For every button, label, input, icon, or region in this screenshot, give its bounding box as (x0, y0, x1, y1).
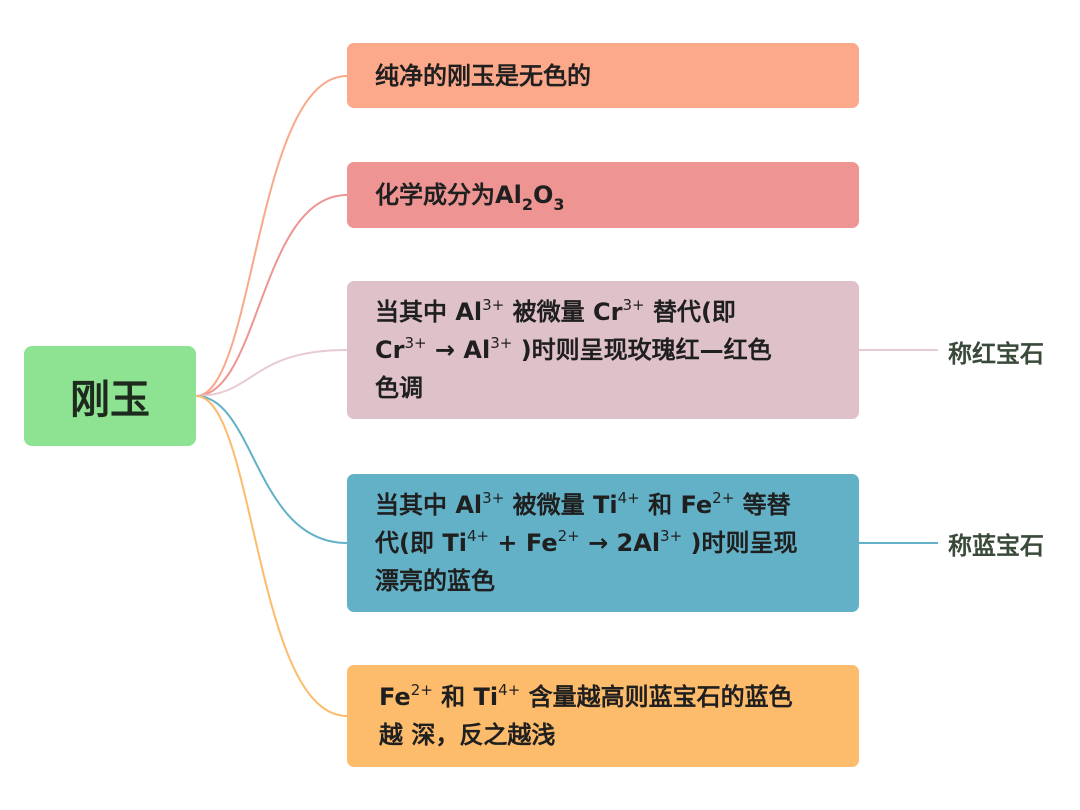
leaf-label-ruby[interactable]: 称红宝石 (948, 340, 1044, 368)
leaf-label-sapphire[interactable]: 称蓝宝石 (948, 532, 1044, 560)
ion-charge: 2+ (410, 681, 433, 699)
ion-symbol: Ti (442, 529, 467, 557)
branch-node-blue-depth[interactable]: Fe2+ 和 Ti4+ 含量越高则蓝宝石的蓝色 越 深，反之越浅 (347, 665, 859, 767)
ion-charge: 2+ (557, 527, 580, 545)
branch-line: Fe2+ 和 Ti4+ 含量越高则蓝宝石的蓝色 (379, 678, 831, 716)
text-run: 和 (639, 491, 681, 519)
ion-symbol: Ti (473, 683, 499, 711)
ion-charge: 3+ (482, 489, 505, 507)
branch-line: 越 深，反之越浅 (379, 721, 556, 749)
formula-subscript: 2 (521, 195, 533, 214)
branch-node-composition[interactable]: 化学成分为Al2O3 (347, 162, 859, 228)
formula-subscript: 3 (553, 195, 565, 214)
branch-text: 化学成分为Al2O3 (375, 176, 831, 214)
branch-line: 色调 (375, 374, 423, 402)
branch-line: Cr3+ → Al3+ )时则呈现玫瑰红—红色 (375, 331, 831, 369)
text-run: 替代(即 (644, 298, 736, 326)
root-label: 刚玉 (70, 377, 150, 423)
ion-symbol: Fe (525, 529, 558, 557)
formula-element: Al (495, 181, 522, 209)
ion-charge: 3+ (660, 527, 683, 545)
ion-symbol: Al (463, 336, 491, 364)
connector-branch-4 (195, 395, 348, 544)
ion-symbol: Ti (593, 491, 618, 519)
branch-node-sapphire[interactable]: 当其中 Al3+ 被微量 Ti4+ 和 Fe2+ 等替 代(即 Ti4+ + F… (347, 474, 859, 612)
branch-text: 当其中 Al3+ 被微量 Ti4+ 和 Fe2+ 等替 代(即 Ti4+ + F… (375, 486, 831, 600)
ion-charge: 4+ (466, 527, 490, 545)
ion-symbol: Fe (379, 683, 411, 711)
branch-text: 当其中 Al3+ 被微量 Cr3+ 替代(即 Cr3+ → Al3+ )时则呈现… (375, 293, 831, 407)
composition-prefix: 化学成分为 (375, 181, 495, 209)
ion-symbol: Cr (593, 298, 623, 326)
ion-symbol: 2Al (616, 529, 661, 557)
branch-node-colorless[interactable]: 纯净的刚玉是无色的 (347, 43, 859, 108)
text-run: 和 (432, 683, 474, 711)
connector-branch-2 (195, 194, 348, 397)
ion-charge: 3+ (622, 296, 645, 314)
branch-text: 纯净的刚玉是无色的 (375, 57, 831, 95)
text-run: 被微量 (504, 298, 594, 326)
ion-charge: 3+ (490, 334, 513, 352)
text-run: 当其中 (375, 491, 456, 519)
ion-symbol: Fe (680, 491, 713, 519)
ion-symbol: Cr (375, 336, 405, 364)
ion-charge: 3+ (482, 296, 505, 314)
text-run: )时则呈现玫瑰红—红色 (512, 336, 772, 364)
branch-line: 当其中 Al3+ 被微量 Ti4+ 和 Fe2+ 等替 (375, 486, 831, 524)
branch-line: 漂亮的蓝色 (375, 567, 495, 595)
ion-charge: 2+ (712, 489, 735, 507)
branch-line: 纯净的刚玉是无色的 (375, 61, 591, 90)
text-run: 代(即 (375, 529, 443, 557)
text-run: 被微量 (504, 491, 594, 519)
formula-element: O (532, 181, 554, 209)
branch-text: Fe2+ 和 Ti4+ 含量越高则蓝宝石的蓝色 越 深，反之越浅 (375, 678, 831, 754)
arrow-symbol: → (426, 336, 464, 364)
ion-symbol: Al (455, 298, 483, 326)
root-node[interactable]: 刚玉 (24, 346, 196, 446)
connector-branch-3 (195, 349, 348, 397)
text-run: )时则呈现 (682, 529, 798, 557)
text-run: 含量越高则蓝宝石的蓝色 (520, 683, 793, 711)
text-run: 当其中 (375, 298, 456, 326)
plus-symbol: + (489, 529, 526, 557)
connector-branch-1 (195, 75, 348, 397)
branch-line: 当其中 Al3+ 被微量 Cr3+ 替代(即 (375, 293, 831, 331)
connector-branch-5 (195, 395, 348, 717)
ion-charge: 4+ (498, 681, 521, 699)
ion-charge: 4+ (617, 489, 640, 507)
ion-charge: 3+ (404, 334, 427, 352)
arrow-symbol: → (579, 529, 617, 557)
ion-symbol: Al (455, 491, 483, 519)
branch-node-ruby[interactable]: 当其中 Al3+ 被微量 Cr3+ 替代(即 Cr3+ → Al3+ )时则呈现… (347, 281, 859, 419)
text-run: 等替 (734, 491, 791, 519)
branch-line: 代(即 Ti4+ + Fe2+ → 2Al3+ )时则呈现 (375, 524, 831, 562)
